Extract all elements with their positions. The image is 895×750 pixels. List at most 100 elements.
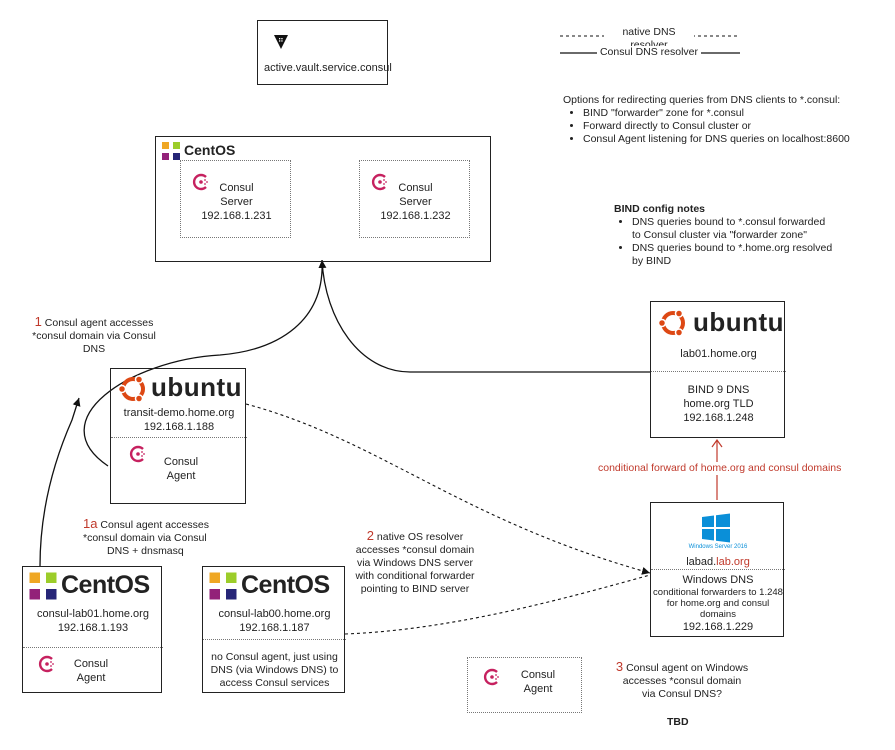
labad-desc: conditional forwarders to 1.248: [653, 587, 783, 598]
note-1a: 1a Consul agent accesses *consul domain …: [83, 517, 233, 558]
consul-lab00-desc: no Consul agent, just using: [211, 651, 338, 663]
server-ip: 192.168.1.231: [201, 210, 272, 222]
consul-dns-path-transit: [83, 259, 327, 467]
legend-consul-label: Consul DNS resolver: [597, 46, 701, 59]
note-number: 2: [366, 528, 374, 543]
centos-logo-text: CentOS: [61, 571, 150, 599]
consul-lab00-box: CentOS consul-lab00.home.org 192.168.1.1…: [202, 566, 346, 693]
windows-server-label: Windows Server 2016: [688, 544, 748, 550]
consul-lab01-host: consul-lab01.home.org: [37, 608, 149, 620]
note-line: with conditional forwarder: [355, 570, 475, 582]
consul-lab00-desc: DNS (via Windows DNS) to: [210, 664, 339, 676]
server-ip: 192.168.1.232: [380, 210, 451, 222]
labad-box: Windows Server 2016 labad.lab.org Window…: [650, 502, 785, 637]
lab01-box: ubuntu lab01.home.org BIND 9 DNS home.or…: [650, 301, 786, 438]
lab01-svc1: BIND 9 DNS: [687, 384, 750, 396]
windows-agent-box: Consul Agent: [467, 657, 582, 713]
windows-agent-line2: Agent: [523, 683, 553, 695]
options-note: Options for redirecting queries from DNS…: [563, 94, 883, 146]
consul-lab00-host: consul-lab00.home.org: [218, 608, 331, 620]
note-line: accesses *consul domain: [355, 544, 475, 556]
consul-icon: [129, 445, 145, 463]
transit-box: ubuntu transit-demo.home.org 192.168.1.1…: [110, 368, 247, 504]
note-line: pointing to BIND server: [360, 583, 470, 595]
divider: [651, 371, 786, 372]
conditional-forward-label: conditional forward of home.org and cons…: [598, 462, 858, 475]
vault-label: active.vault.service.consul: [264, 62, 392, 74]
note-line: via Consul DNS?: [642, 688, 722, 700]
options-item: BIND "forwarder" zone for *.consul: [583, 107, 883, 120]
ubuntu-logo-icon: [657, 309, 685, 337]
centos-logo-text: CentOS: [241, 571, 330, 599]
consul-lab01-box: CentOS consul-lab01.home.org 192.168.1.1…: [22, 566, 163, 693]
options-item: Consul Agent listening for DNS queries o…: [583, 133, 883, 146]
divider: [203, 639, 346, 640]
note-2: 2 native OS resolver accesses *consul do…: [345, 529, 485, 596]
consul-lab00-ip: 192.168.1.187: [239, 622, 310, 634]
centos-logo-icon: [209, 572, 237, 600]
note-line: Consul agent on Windows: [626, 662, 749, 674]
bind-notes: BIND config notes DNS queries bound to *…: [614, 203, 834, 268]
note-line: accesses *consul domain: [622, 675, 742, 687]
transit-ip: 192.168.1.188: [143, 421, 215, 433]
labad-host-b: lab.org: [716, 556, 750, 568]
centos-logo-text: CentOS: [184, 142, 236, 158]
server-line1: Consul: [398, 182, 433, 194]
lab01-ip: 192.168.1.248: [683, 412, 754, 424]
labad-desc: for home.org and consul: [666, 598, 770, 609]
note-number: 3: [615, 659, 624, 674]
options-title: Options for redirecting queries from DNS…: [563, 94, 841, 106]
consul-icon: [483, 668, 499, 686]
note-line: via Windows DNS server: [356, 557, 474, 569]
labad-svc: Windows DNS: [682, 574, 754, 586]
transit-agent-line2: Agent: [166, 470, 196, 482]
note-number: 1a: [83, 516, 98, 531]
centos-logo-icon: [162, 142, 180, 160]
note-1: 1 Consul agent accesses *consul domain v…: [28, 315, 160, 356]
note-line: *consul domain via Consul: [32, 330, 156, 342]
labad-ip: 192.168.1.229: [682, 621, 754, 633]
transit-host: transit-demo.home.org: [123, 407, 235, 419]
divider: [23, 647, 163, 648]
native-dns-path-transit: [245, 403, 651, 575]
consul-lab00-desc: access Consul services: [219, 677, 330, 689]
vault-icon: [274, 35, 288, 49]
windows-logo-icon: [702, 513, 730, 543]
windows-agent-line1: Consul: [520, 669, 556, 681]
bind-notes-title: BIND config notes: [614, 203, 705, 215]
labad-host-a: labad.: [686, 556, 717, 568]
note-line: Consul agent accesses: [100, 519, 209, 531]
note-line: Consul agent accesses: [44, 317, 154, 329]
note-line: DNS: [82, 343, 106, 355]
vault-box: active.vault.service.consul: [257, 20, 392, 85]
options-item: Forward directly to Consul cluster or: [583, 120, 883, 133]
consul-icon: [371, 173, 387, 191]
bind-notes-item: DNS queries bound to *.consul forwarded …: [632, 216, 834, 242]
consul-server-box: Consul Server 192.168.1.231: [180, 160, 291, 238]
note-number: 1: [34, 314, 42, 329]
consul-lab01-agent-line2: Agent: [76, 672, 106, 684]
ubuntu-logo-text: ubuntu: [151, 372, 243, 402]
consul-server-box: Consul Server 192.168.1.232: [359, 160, 470, 238]
consul-cluster-box: CentOS Consul Server 192.168.1.231 Consu…: [155, 136, 491, 262]
centos-logo-icon: [29, 572, 57, 600]
server-line1: Consul: [219, 182, 254, 194]
consul-dns-path-bind: [321, 259, 650, 373]
note-3: 3 Consul agent on Windows accesses *cons…: [607, 660, 757, 701]
bind-notes-item: DNS queries bound to *.home.org resolved…: [632, 242, 834, 268]
ubuntu-logo-text: ubuntu: [693, 307, 785, 337]
consul-icon: [192, 173, 208, 191]
lab01-svc2: home.org TLD: [683, 398, 754, 410]
note-line: *consul domain via Consul: [83, 532, 207, 544]
note-line: DNS + dnsmasq: [107, 545, 184, 557]
consul-lab01-agent-line1: Consul: [73, 658, 109, 670]
server-line2: Server: [399, 196, 432, 208]
consul-lab01-ip: 192.168.1.193: [57, 622, 129, 634]
consul-icon: [38, 655, 54, 673]
server-line2: Server: [220, 196, 253, 208]
labad-desc: domains: [700, 609, 736, 620]
divider: [651, 569, 785, 570]
divider: [111, 437, 247, 438]
note-line: native OS resolver: [376, 531, 464, 543]
